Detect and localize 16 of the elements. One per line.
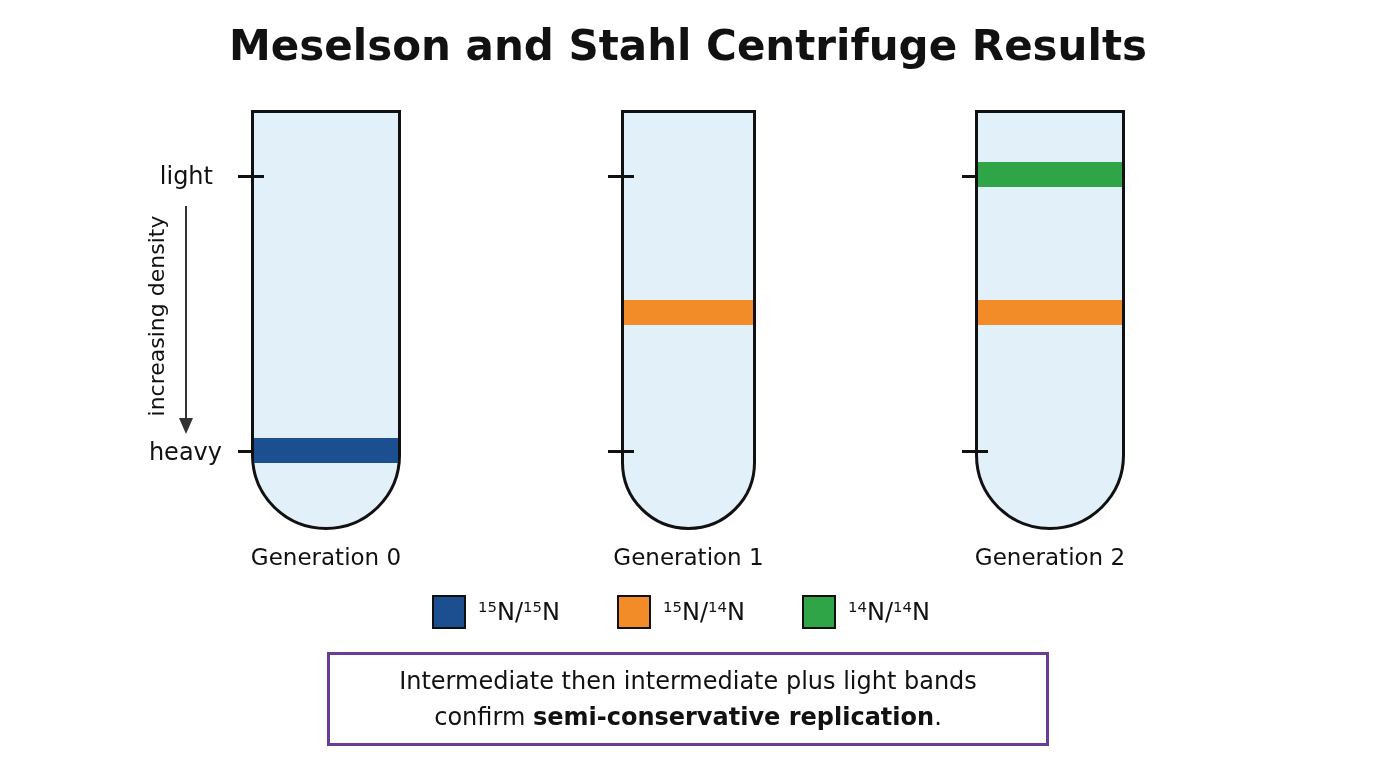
conclusion-box (327, 652, 1049, 746)
generation-label: Generation 0 (250, 543, 402, 572)
density-band (978, 162, 1122, 187)
density-band (254, 438, 398, 463)
legend-label: $^{15}$N/$^{15}$N (478, 597, 560, 627)
axis-label: increasing density (143, 215, 170, 417)
density-band (624, 300, 753, 325)
generation-label: Generation 1 (613, 543, 764, 572)
legend-label: $^{15}$N/$^{14}$N (663, 597, 745, 627)
density-level-label: heavy (148, 437, 222, 467)
density-band (978, 300, 1122, 325)
density-level-label: light (159, 161, 213, 191)
generation-label: Generation 2 (974, 543, 1126, 572)
legend-label: $^{14}$N/$^{14}$N (848, 597, 930, 627)
conclusion-text: Intermediate then intermediate plus light bands confirm semi-conservative replication. (398, 666, 978, 733)
title: Meselson and Stahl Centrifuge Results (229, 20, 1147, 72)
